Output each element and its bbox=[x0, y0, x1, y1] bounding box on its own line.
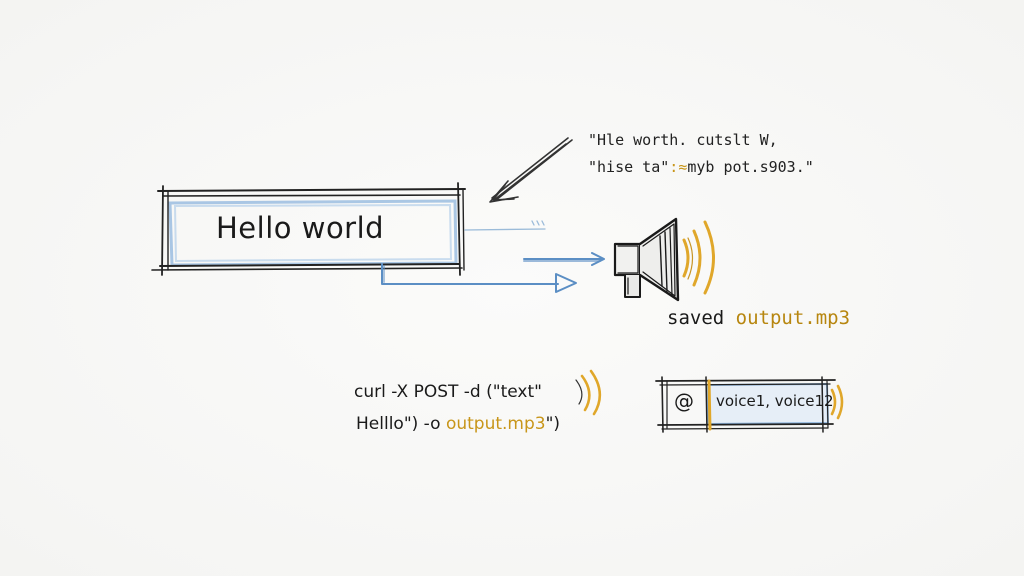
note-line-1: "Hle worth. cutslt W, bbox=[588, 131, 778, 149]
curl-command-line-2: Helllo") -o output.mp3") bbox=[356, 414, 560, 434]
arrow-to-speaker bbox=[523, 252, 605, 266]
text-input-box[interactable] bbox=[151, 182, 466, 276]
saved-prefix: saved bbox=[667, 307, 736, 329]
input-text[interactable]: Hello world bbox=[216, 211, 385, 245]
note-line-2-prefix: "hise ta" bbox=[588, 158, 670, 176]
speaker-icon bbox=[613, 217, 715, 302]
voice-selector-value[interactable]: voice1, voice12 bbox=[716, 392, 834, 410]
curl-line-2-prefix: Helllo") -o bbox=[356, 414, 446, 434]
note-line-2-highlight: :≈ bbox=[669, 158, 688, 176]
connector-faint bbox=[464, 220, 546, 231]
saved-file-name: output.mp3 bbox=[735, 307, 851, 329]
curl-command-line-1: curl -X POST -d ("text" bbox=[354, 382, 542, 402]
note-line-2-suffix: myb pot.s903." bbox=[687, 158, 814, 176]
curl-line-2-suffix: ") bbox=[545, 414, 561, 434]
arrow-to-command bbox=[381, 263, 577, 293]
saved-output-label: saved output.mp3 bbox=[667, 307, 850, 329]
note-pointer-arrow bbox=[489, 137, 573, 203]
curl-sound-waves bbox=[575, 369, 602, 416]
curl-output-file: output.mp3 bbox=[445, 414, 546, 434]
note-line-2: "hise ta":≈myb pot.s903." bbox=[588, 158, 814, 176]
voice-selector-box[interactable] bbox=[655, 376, 844, 433]
at-sign-icon: @ bbox=[674, 389, 694, 413]
